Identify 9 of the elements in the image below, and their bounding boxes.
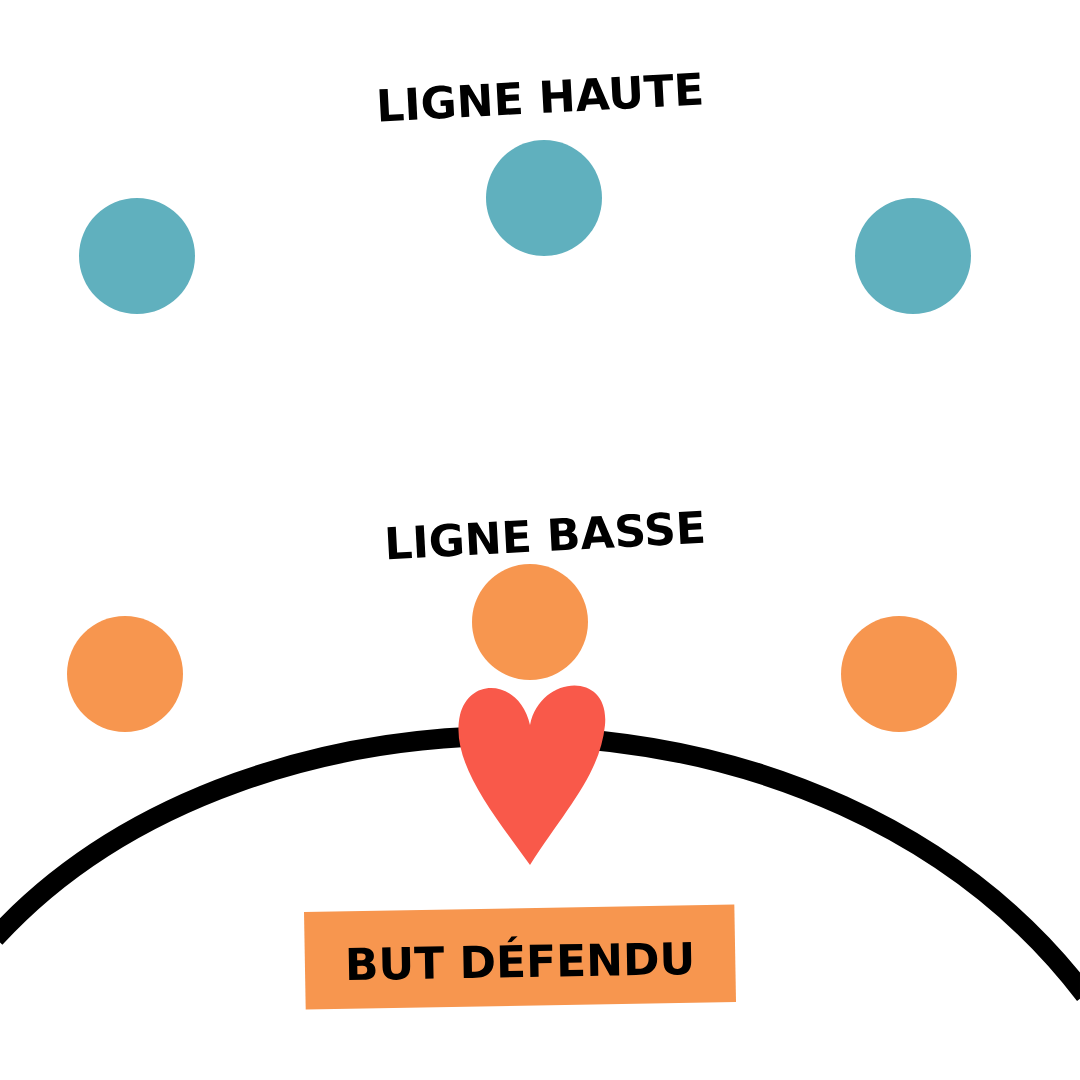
label-band: BUT DÉFENDU — [304, 904, 736, 1010]
player-dot — [486, 140, 602, 256]
player-dot — [841, 616, 957, 732]
player-dot — [855, 198, 971, 314]
player-dot — [472, 564, 588, 680]
player-dot — [79, 198, 195, 314]
player-dot — [67, 616, 183, 732]
heading: LIGNE BASSE — [387, 510, 704, 560]
heart-drawing — [458, 685, 605, 865]
